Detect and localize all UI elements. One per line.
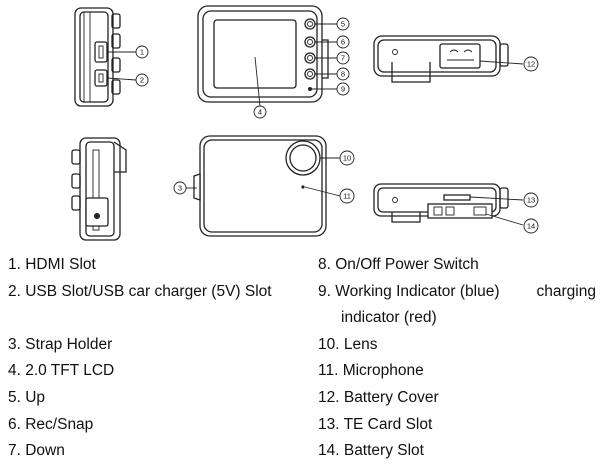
microphone-shape — [301, 185, 305, 189]
callout-10: 10 — [339, 150, 355, 166]
svg-text:5: 5 — [341, 20, 345, 29]
svg-text:10: 10 — [343, 154, 351, 163]
callout-8: 8 — [336, 67, 350, 81]
svg-text:14: 14 — [527, 222, 535, 231]
callout-1: 1 — [135, 45, 149, 59]
indicator-led-shape — [308, 87, 312, 91]
legend-item-9-label: 9. Working Indicator (blue) — [318, 282, 500, 300]
svg-text:11: 11 — [343, 192, 351, 201]
top-view — [373, 35, 524, 83]
legend-item-2: 2. USB Slot/USB car charger (5V) Slot — [8, 282, 272, 300]
legend-left-column: 1. HDMI Slot 2. USB Slot/USB car charger… — [8, 252, 308, 465]
callout-12: 12 — [523, 56, 539, 72]
legend-item-3: 3. Strap Holder — [8, 335, 113, 353]
svg-text:12: 12 — [527, 60, 535, 69]
bottom-view — [373, 183, 524, 226]
svg-text:1: 1 — [140, 48, 144, 57]
battery-slot-shape — [427, 203, 493, 219]
usb-slot-shape — [94, 69, 108, 87]
down-button-shape — [304, 52, 316, 64]
svg-text:4: 4 — [258, 108, 262, 117]
legend-item-8: 8. On/Off Power Switch — [318, 256, 479, 273]
legend-item-4: 4. 2.0 TFT LCD — [8, 362, 115, 380]
svg-text:6: 6 — [341, 38, 345, 47]
up-button-shape — [304, 18, 316, 30]
svg-text:2: 2 — [140, 76, 144, 85]
side-view-bottom — [71, 137, 127, 241]
callout-13: 13 — [523, 192, 539, 208]
callout-7: 7 — [336, 51, 350, 65]
side-view-top — [74, 7, 137, 107]
legend-item-1: 1. HDMI Slot — [8, 256, 96, 273]
battery-cover-shape — [439, 43, 481, 69]
callout-2: 2 — [135, 73, 149, 87]
diagram-svg: 1 2 3 4 5 6 7 8 9 10 11 12 13 14 — [71, 5, 539, 241]
power-button-shape — [304, 68, 316, 80]
svg-text:8: 8 — [341, 70, 345, 79]
legend-item-6: 6. Rec/Snap — [8, 415, 94, 433]
legend-item-5: 5. Up — [8, 388, 46, 406]
legend-item-10: 10. Lens — [318, 335, 378, 353]
legend-right-column: 8. On/Off Power Switch 9. Working Indica… — [318, 252, 596, 465]
callout-4: 4 — [253, 105, 267, 119]
rec-button-shape — [304, 36, 316, 48]
legend-item-14: 14. Battery Slot — [318, 442, 424, 460]
callout-14: 14 — [523, 218, 539, 234]
svg-text:13: 13 — [527, 196, 535, 205]
hdmi-slot-shape — [94, 41, 108, 63]
back-view — [186, 135, 341, 237]
lens-shape — [285, 140, 321, 176]
legend-item-9-charging: charging — [536, 282, 596, 300]
te-card-slot-shape — [443, 194, 471, 201]
callout-5: 5 — [336, 17, 350, 31]
callout-9: 9 — [336, 82, 350, 96]
lcd-screen-shape — [213, 19, 297, 89]
callout-6: 6 — [336, 35, 350, 49]
front-view — [197, 5, 337, 107]
device-diagram: 1 2 3 4 5 6 7 8 9 10 11 12 13 14 — [71, 5, 539, 241]
legend-item-13: 13. TE Card Slot — [318, 415, 433, 433]
svg-text:3: 3 — [178, 184, 182, 193]
callout-3: 3 — [173, 181, 187, 195]
legend-item-9-continued: indicator (red) — [341, 309, 437, 327]
legend-item-7: 7. Down — [8, 442, 65, 460]
svg-text:7: 7 — [341, 54, 345, 63]
callout-11: 11 — [339, 188, 355, 204]
legend-item-12: 12. Battery Cover — [318, 388, 439, 406]
legend-item-11: 11. Microphone — [318, 362, 424, 380]
strap-holder-shape — [193, 173, 201, 201]
legend-item-9: 9. Working Indicator (blue) charging — [318, 279, 596, 306]
svg-text:9: 9 — [341, 85, 345, 94]
